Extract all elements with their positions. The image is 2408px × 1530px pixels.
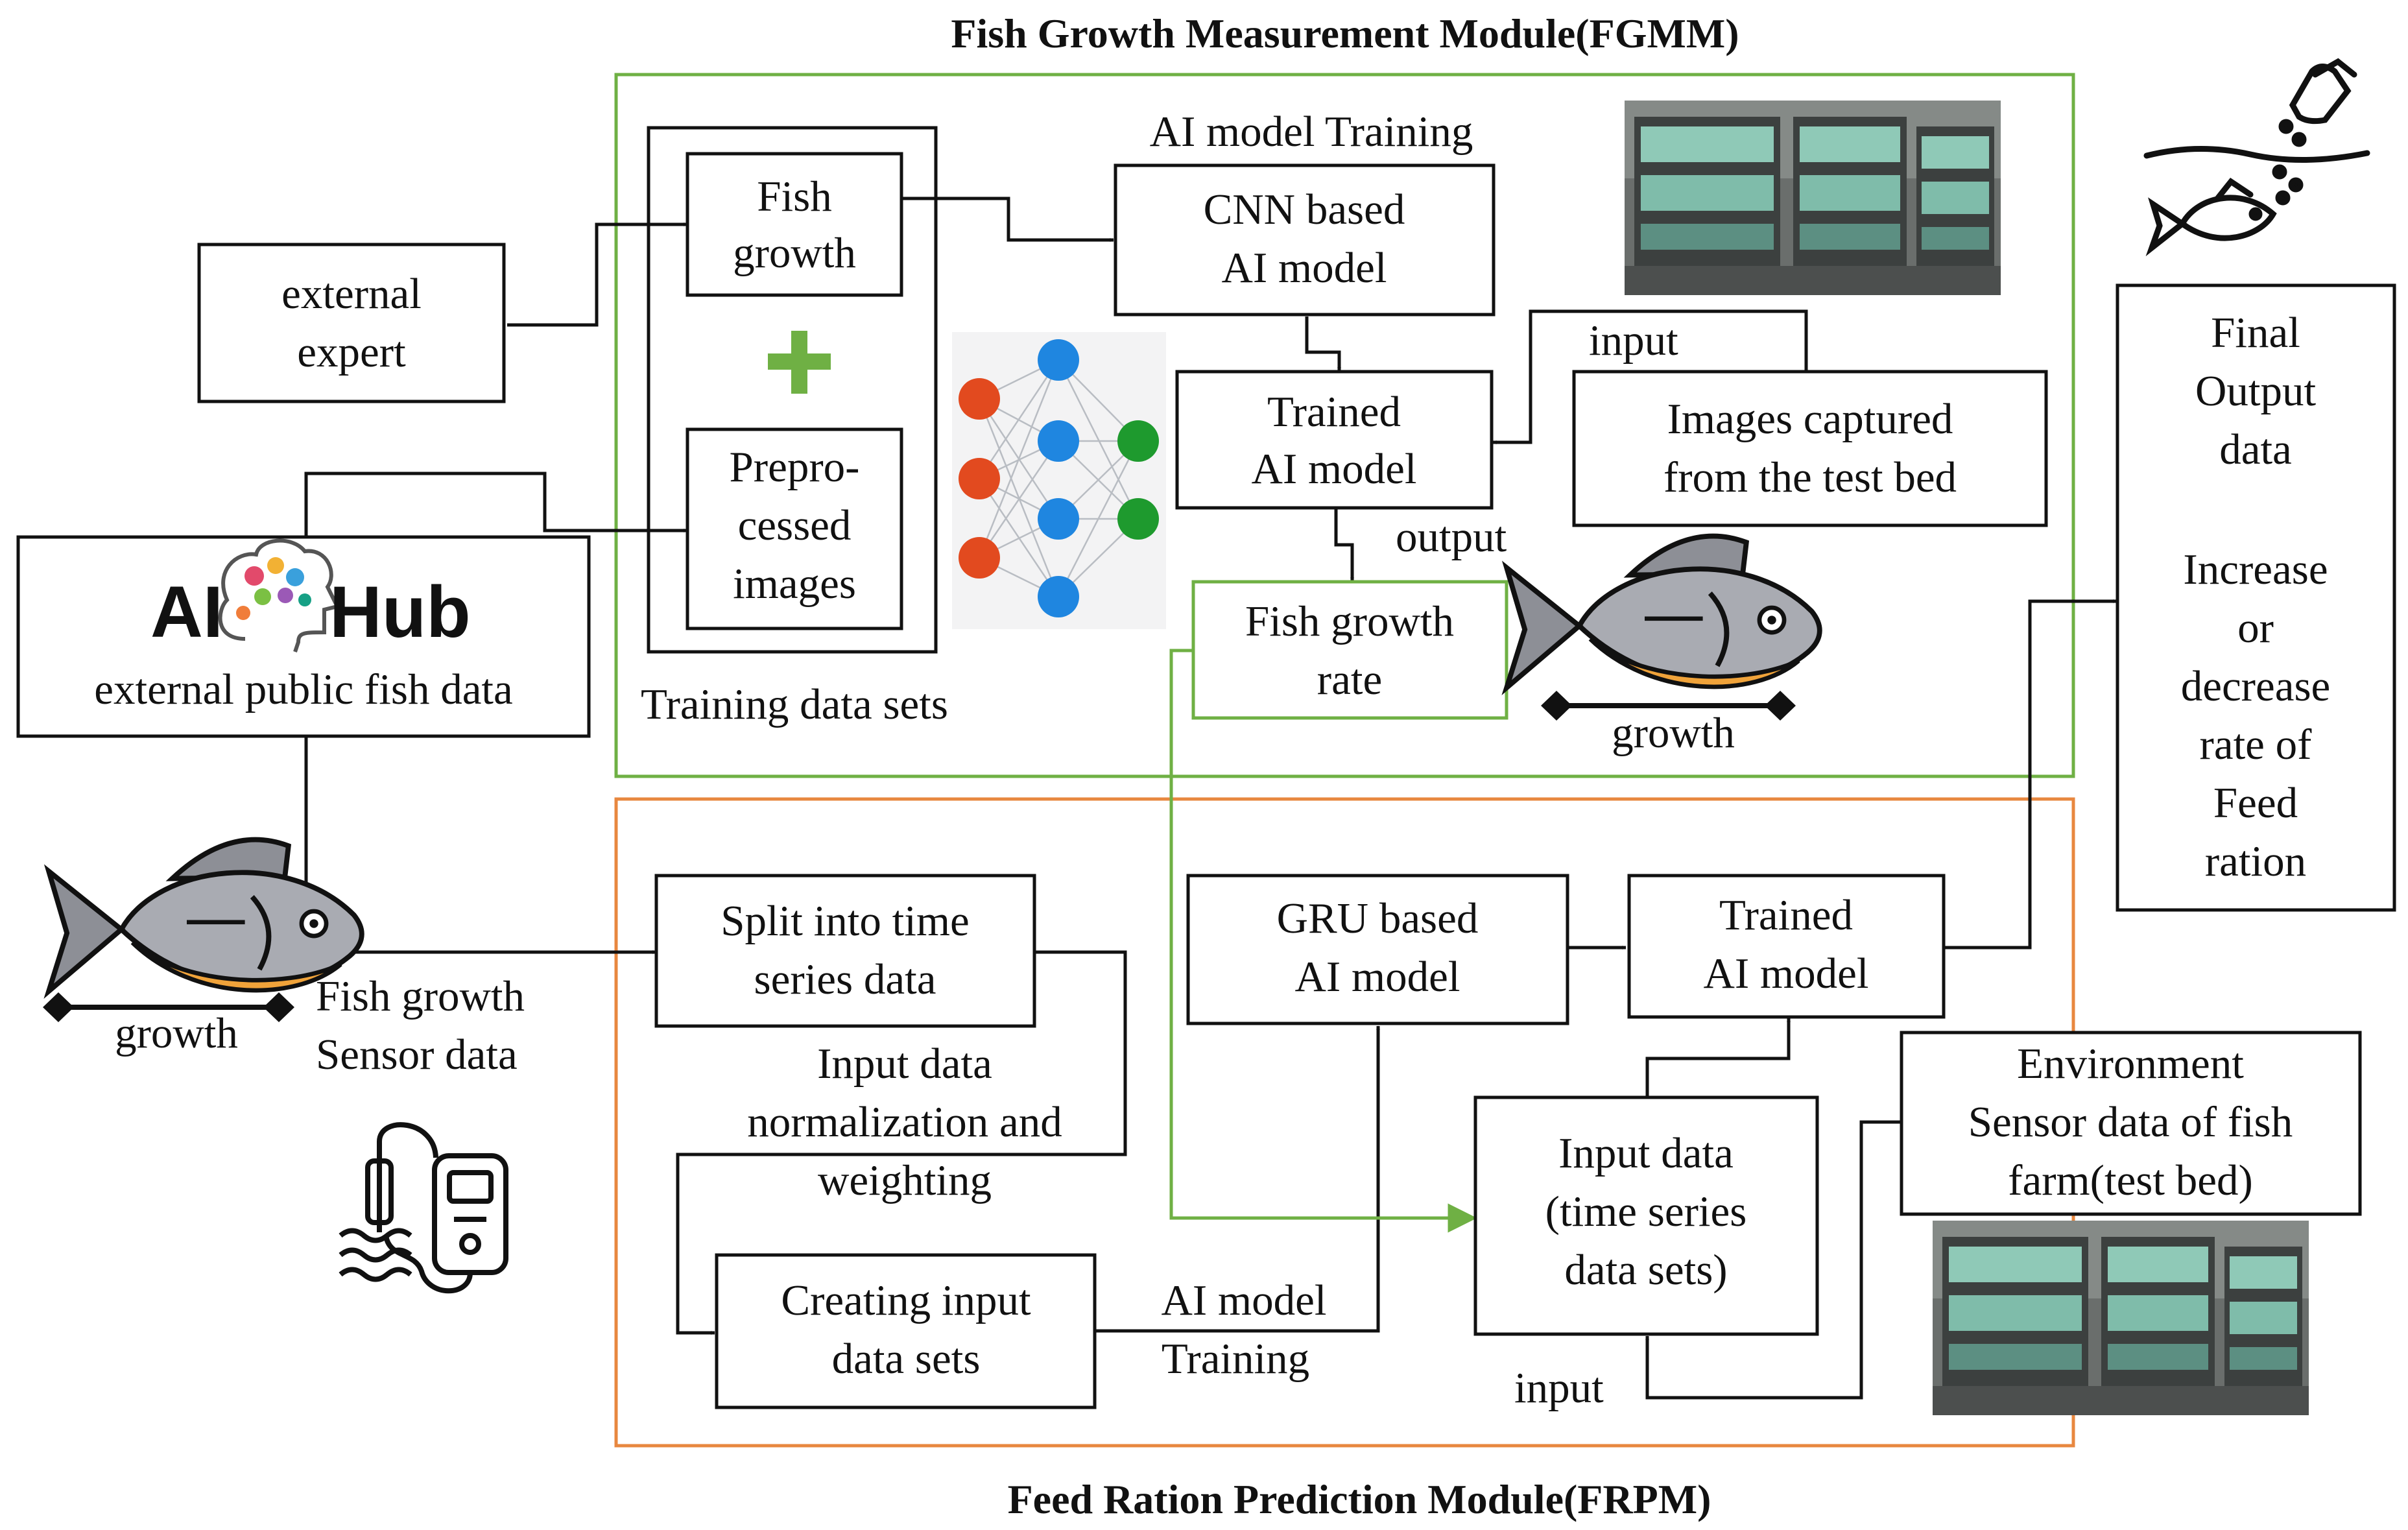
input-data-time-series-box: Input data (time series data sets) [1473, 1095, 1819, 1336]
gru-model-box: GRU based AI model [1186, 874, 1569, 1025]
images-captured-box: Images captured from the test bed [1572, 370, 2048, 527]
svg-text:expert: expert [297, 328, 406, 376]
aihub-caption: external public fish data [94, 665, 513, 713]
feeding-fish-icon [2143, 58, 2370, 257]
svg-text:data sets): data sets) [1564, 1246, 1727, 1294]
svg-text:AI model: AI model [1704, 950, 1869, 998]
svg-text:Images captured: Images captured [1667, 395, 1953, 443]
svg-text:Final: Final [2211, 309, 2300, 357]
input-label-frpm: input [1514, 1364, 1604, 1412]
svg-text:Trained: Trained [1267, 388, 1401, 436]
cnn-model-box: CNN based AI model [1114, 163, 1496, 317]
output-label: output [1396, 513, 1507, 561]
growth-scale [43, 992, 294, 1022]
training-data-sets-frame [647, 126, 938, 654]
normalization-label-2: normalization and [747, 1098, 1062, 1146]
normalization-label-3: weighting [818, 1156, 992, 1204]
final-output-box: Final Output data Increase or decrease r… [2116, 283, 2396, 912]
environment-sensor-box: Environment Sensor data of fish farm(tes… [1900, 1031, 2362, 1216]
tank-photo [1933, 1221, 2309, 1415]
preprocessed-images-box: Prepro- cessed images [685, 427, 903, 630]
connectors [304, 197, 2117, 1400]
svg-text:series data: series data [754, 955, 936, 1003]
brain-icon [218, 538, 340, 652]
svg-text:Increase: Increase [2183, 545, 2328, 593]
svg-text:external: external [281, 270, 422, 318]
normalization-label-1: Input data [817, 1040, 992, 1088]
neural-network-icon [952, 332, 1166, 629]
fish-growth-rate-box: Fish growth rate [1191, 580, 1508, 720]
trained-gru-model-box: Trained AI model [1627, 874, 1946, 1019]
external-expert-box: external expert [197, 243, 506, 403]
svg-text:(time series: (time series [1545, 1188, 1747, 1236]
svg-text:data: data [2219, 425, 2292, 473]
frpm-title: Feed Ration Prediction Module(FRPM) [1008, 1476, 1711, 1522]
svg-text:Environment: Environment [2017, 1040, 2244, 1088]
input-label-fgmm: input [1589, 317, 1678, 365]
creating-input-data-sets-box: Creating input data sets [715, 1253, 1097, 1409]
ai-model-training-title: AI model Training [1150, 108, 1473, 156]
tank-photo [1625, 101, 2001, 295]
ai-model-training-label-1: AI model [1162, 1276, 1327, 1324]
svg-text:ration: ration [2205, 837, 2306, 885]
growth-caption-fgmm: growth [1612, 709, 1735, 757]
aihub-box: AI Hub external public fish data [16, 535, 591, 738]
svg-text:cessed: cessed [738, 501, 852, 549]
svg-text:CNN based: CNN based [1204, 185, 1405, 233]
svg-text:or: or [2237, 604, 2274, 652]
svg-text:Prepro-: Prepro- [730, 443, 860, 491]
svg-text:Sensor data of fish: Sensor data of fish [1968, 1098, 2293, 1146]
aihub-hub-text: Hub [329, 571, 471, 652]
svg-text:decrease: decrease [2181, 662, 2331, 710]
ai-model-training-label-2: Training [1162, 1335, 1309, 1383]
svg-text:AI model: AI model [1252, 445, 1417, 493]
svg-text:data sets: data sets [832, 1335, 981, 1383]
svg-text:rate: rate [1317, 656, 1382, 704]
svg-text:Fish growth: Fish growth [1245, 597, 1454, 645]
growth-caption-left: growth [115, 1009, 238, 1057]
split-time-series-box: Split into time series data [654, 874, 1036, 1028]
svg-text:Fish: Fish [757, 173, 831, 221]
svg-text:farm(test bed): farm(test bed) [2008, 1156, 2253, 1204]
training-data-sets-label: Training data sets [641, 680, 948, 728]
growth-scale [1541, 691, 1796, 721]
svg-text:Input data: Input data [1558, 1129, 1734, 1177]
sensor-label-line2: Sensor data [316, 1031, 518, 1079]
plus-icon [768, 331, 831, 394]
svg-text:AI model: AI model [1295, 953, 1460, 1001]
svg-text:Creating input: Creating input [781, 1276, 1031, 1324]
trained-cnn-model-box: Trained AI model [1175, 370, 1494, 510]
svg-text:Feed: Feed [2213, 779, 2298, 827]
svg-text:Trained: Trained [1719, 891, 1853, 939]
svg-text:from the test bed: from the test bed [1663, 453, 1957, 501]
svg-text:AI model: AI model [1222, 244, 1387, 292]
aihub-ai-text: AI [150, 571, 223, 652]
sensor-label-line1: Fish growth [316, 972, 525, 1020]
svg-text:growth: growth [733, 229, 856, 277]
svg-text:Output: Output [2195, 367, 2317, 415]
svg-text:Split into time: Split into time [721, 897, 969, 945]
svg-text:rate of: rate of [2200, 721, 2313, 769]
fish-growth-box: Fish growth [685, 152, 903, 297]
fish-icon [1507, 536, 1820, 688]
svg-text:GRU based: GRU based [1277, 894, 1479, 942]
svg-text:images: images [733, 560, 856, 608]
fgmm-title: Fish Growth Measurement Module(FGMM) [951, 10, 1739, 56]
fgmm-frame [614, 73, 2075, 778]
fish-icon [49, 840, 362, 992]
sensor-probe-icon [339, 1122, 508, 1294]
